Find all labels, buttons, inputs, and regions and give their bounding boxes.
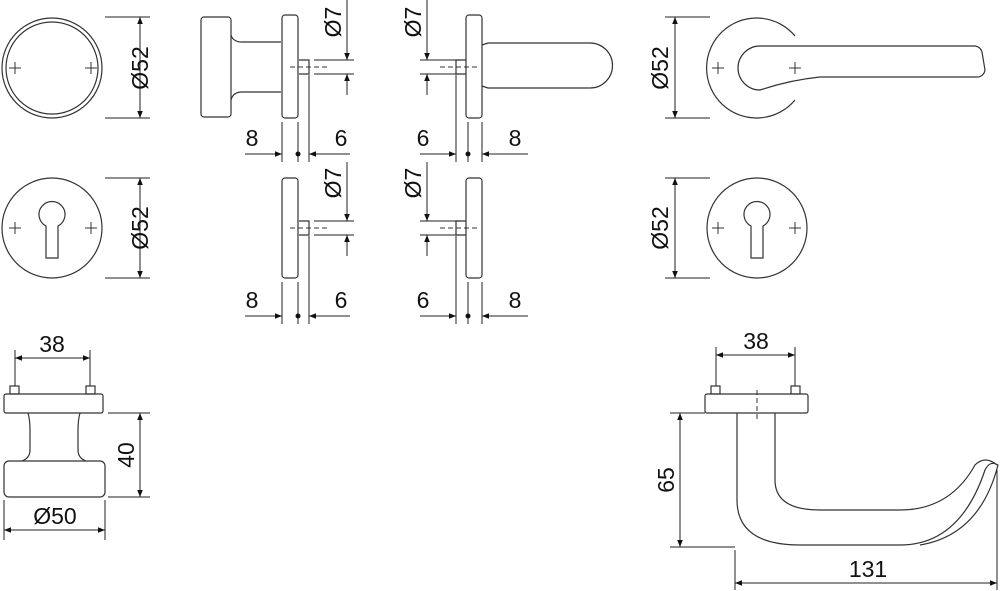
dim-lever-length: 131 (849, 556, 887, 582)
dim-thickness: 8 (246, 125, 259, 151)
screw-cross-icon (712, 62, 801, 74)
knob-elevation-view: 38 40 Ø50 (3, 331, 150, 540)
escutcheon-front-view-right: Ø52 (647, 177, 808, 279)
dim-rosette-dia: Ø52 (127, 46, 153, 89)
dim-knob-dia: Ø50 (33, 503, 76, 529)
dim-offset: 6 (335, 125, 348, 151)
dim-thickness: 8 (246, 287, 259, 313)
dim-rosette-dia: Ø52 (127, 206, 153, 249)
dim-offset: 6 (417, 125, 430, 151)
escutcheon-side-view-right: Ø7 6 8 (400, 162, 528, 324)
dim-rosette-dia: Ø52 (647, 46, 673, 89)
lever-elevation-view: 38 65 131 (653, 328, 999, 590)
dim-thickness: 8 (509, 125, 522, 151)
dim-offset: 6 (335, 287, 348, 313)
screw-cross-icon (9, 222, 97, 234)
dim-spindle-dia: Ø7 (400, 168, 426, 199)
lever-side-view: Ø7 6 8 (400, 0, 614, 162)
knob-rosette-front-view: Ø52 (1, 16, 153, 119)
dim-offset: 6 (417, 287, 430, 313)
screw-cross-icon (9, 62, 97, 74)
screw-cross-icon (712, 222, 801, 234)
dim-thickness: 8 (509, 287, 522, 313)
dim-spindle-dia: Ø7 (400, 7, 426, 38)
dim-projection: 40 (113, 442, 139, 468)
escutcheon-side-view-left: Ø7 8 6 (245, 162, 354, 324)
lever-rosette-front-view: Ø52 (647, 16, 986, 119)
dim-projection: 65 (653, 467, 679, 493)
dim-screw-spacing: 38 (39, 331, 65, 357)
escutcheon-front-view-left: Ø52 (1, 177, 153, 279)
knob-side-view: Ø7 8 6 (200, 0, 354, 162)
dim-spindle-dia: Ø7 (320, 7, 346, 38)
dim-screw-spacing: 38 (743, 328, 769, 354)
dim-spindle-dia: Ø7 (320, 168, 346, 199)
dim-rosette-dia: Ø52 (647, 206, 673, 249)
